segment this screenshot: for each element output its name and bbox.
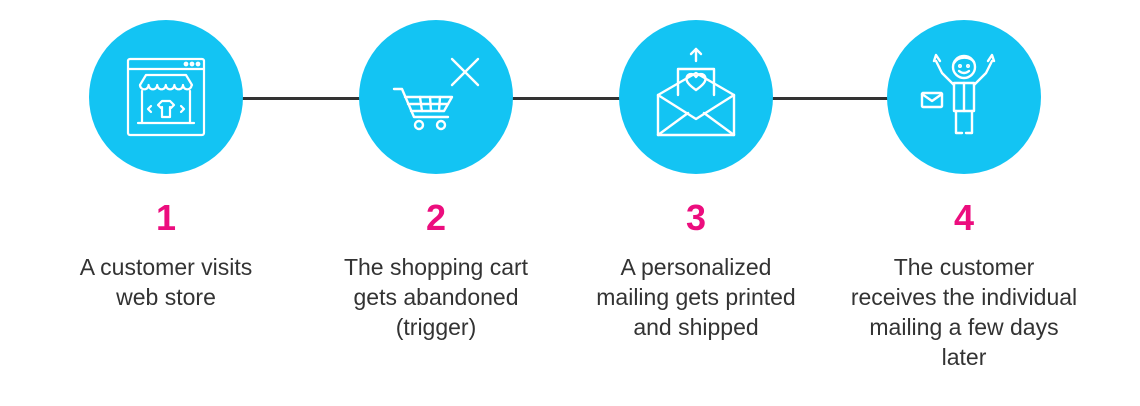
step-4: 4 The customer receives the individual m…: [834, 20, 1094, 372]
step-1-number: 1: [155, 197, 177, 238]
abandoned-cart-icon: [392, 57, 480, 131]
step-3: 3 A personalized mailing gets printed an…: [566, 20, 826, 342]
step-4-text: The customer receives the individual mai…: [850, 254, 1078, 370]
step-2: 2 The shopping cart gets abandoned (trig…: [306, 20, 566, 342]
step-4-number: 4: [953, 197, 975, 238]
web-store-icon: [126, 57, 206, 137]
happy-customer-icon: [920, 53, 996, 135]
step-3-circle: [619, 20, 773, 174]
connector-line: [166, 97, 964, 100]
step-2-number: 2: [425, 197, 447, 238]
mailing-envelope-icon: [656, 47, 736, 137]
step-1: 1 A customer visits web store: [36, 20, 296, 312]
step-3-number: 3: [685, 197, 707, 238]
step-1-text: A customer visits web store: [79, 254, 253, 310]
step-1-circle: [89, 20, 243, 174]
step-2-circle: [359, 20, 513, 174]
step-2-text: The shopping cart gets abandoned (trigge…: [343, 254, 529, 340]
step-4-circle: [887, 20, 1041, 174]
step-3-text: A personalized mailing gets printed and …: [596, 254, 796, 340]
